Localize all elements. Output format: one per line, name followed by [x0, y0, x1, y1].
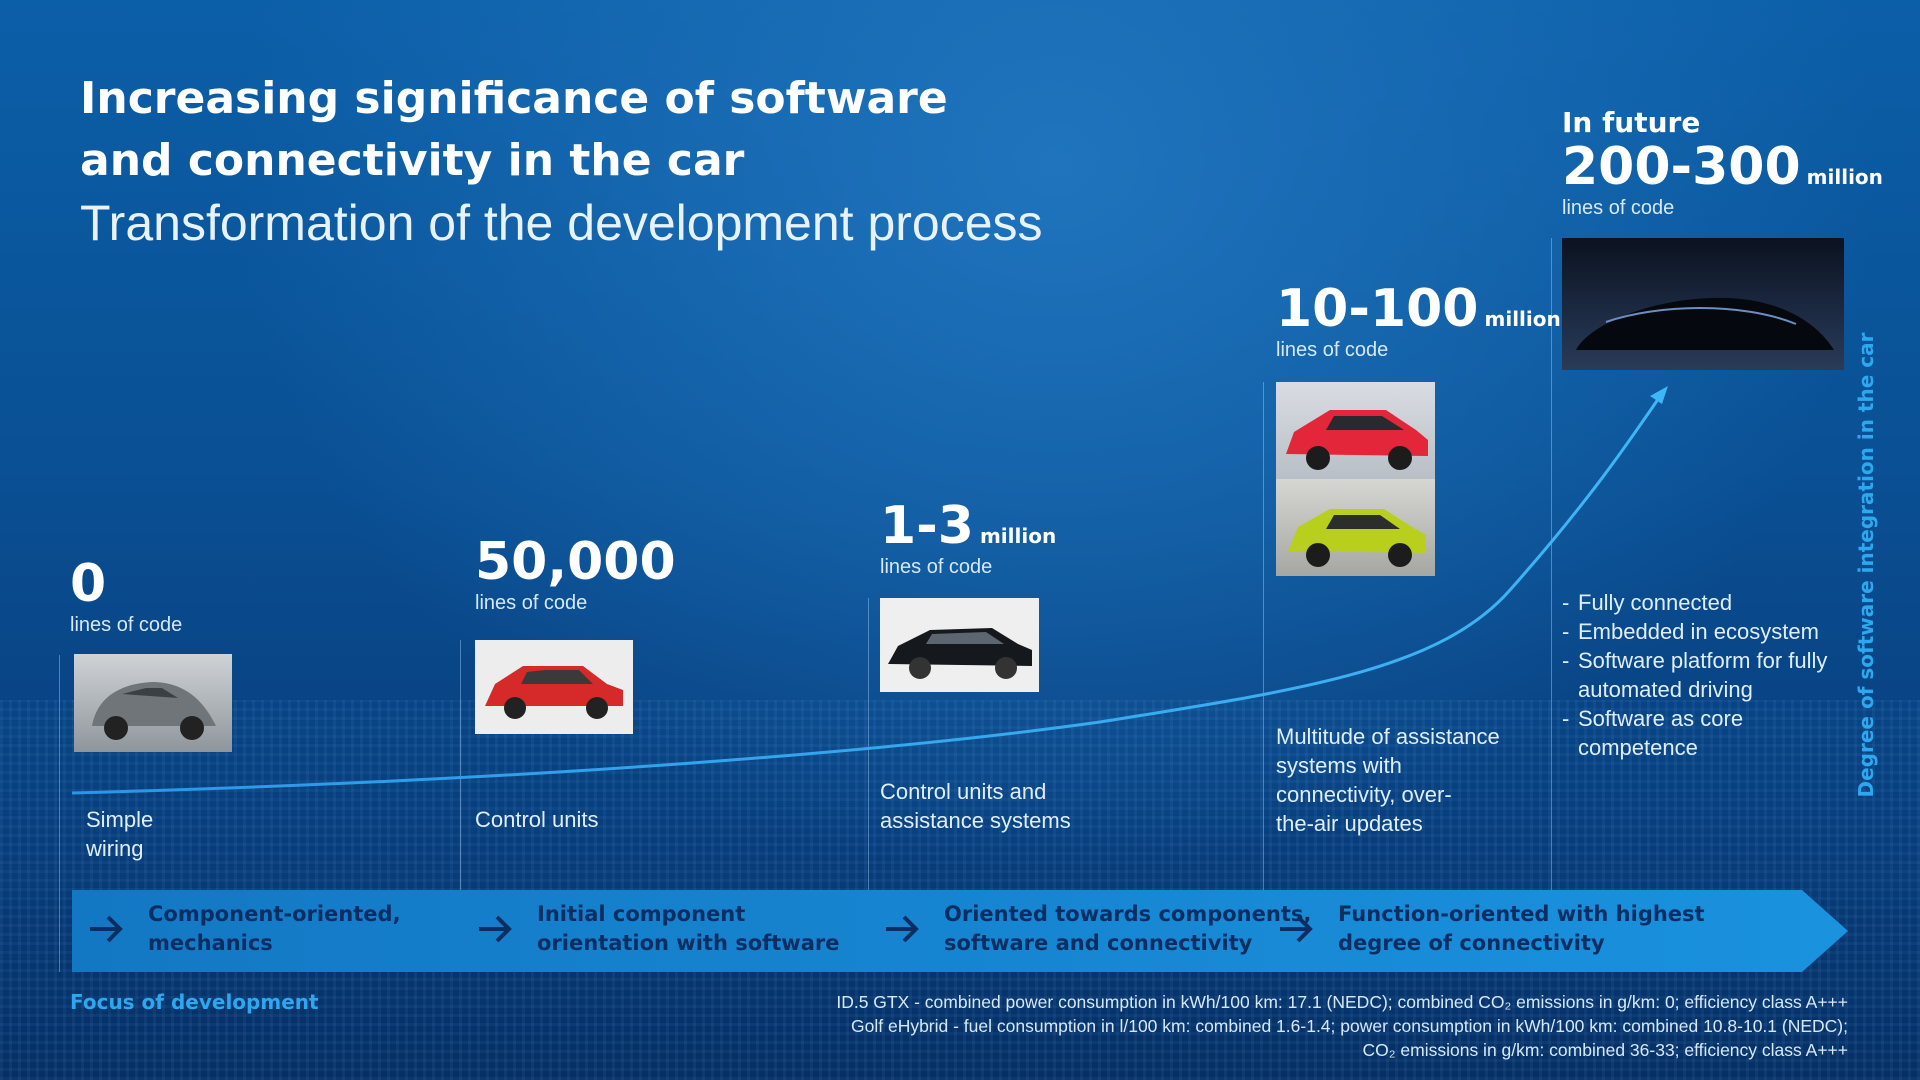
stage-divider — [1551, 238, 1552, 890]
footnote-line: ID.5 GTX - combined power consumption in… — [836, 992, 1848, 1012]
focus-text: Component-oriented, mechanics — [148, 902, 401, 955]
stage-description: Simple wiring — [86, 807, 154, 861]
arrow-right-icon — [479, 915, 512, 943]
stage-unit: million — [979, 524, 1057, 548]
axis-label: Degree of software integration in the ca… — [1854, 332, 1878, 798]
focus-text: Oriented towards components, software an… — [944, 902, 1312, 955]
beetle-car-icon — [92, 682, 216, 740]
footnote-line: CO₂ emissions in g/km: combined 36-33; e… — [1362, 1040, 1848, 1060]
future-car-photo — [1562, 238, 1844, 370]
golf8-car-icon — [1288, 509, 1426, 567]
stage-description: Control units and assistance systems — [880, 779, 1071, 833]
stage-count: 1-3 — [880, 496, 974, 556]
stage-value-1: 50,000 lines of code — [475, 534, 676, 616]
stage-unit: million — [1484, 307, 1561, 331]
focus-item-1: Initial component orientation with softw… — [475, 900, 839, 958]
focus-item-3: Function-oriented with highest degree of… — [1276, 900, 1705, 958]
stage-description: Multitude of assistance systems with con… — [1276, 724, 1500, 836]
car-photo-id5 — [1276, 382, 1435, 479]
bullet-item: Software as core competence — [1562, 704, 1798, 762]
footnotes: ID.5 GTX - combined power consumption in… — [836, 990, 1848, 1062]
curve-arrowhead — [1650, 386, 1668, 404]
stage-unit-label: lines of code — [475, 592, 588, 614]
stage-unit-label: lines of code — [70, 614, 183, 636]
focus-band — [72, 890, 1848, 972]
title-block: Increasing significance of software and … — [80, 68, 1043, 254]
stage-unit-label: lines of code — [1562, 197, 1675, 219]
passat-car-icon — [888, 628, 1032, 679]
bullet-item: Embedded in ecosystem — [1562, 617, 1848, 646]
stage-description: Control units — [475, 807, 599, 832]
stage-prefix: In future — [1562, 106, 1701, 139]
arrow-right-icon — [90, 915, 123, 943]
car-photo-golf1 — [475, 640, 633, 734]
car-photo-passat — [880, 598, 1039, 692]
future-bullet-list: Fully connected Embedded in ecosystem So… — [1562, 588, 1848, 762]
focus-label: Focus of development — [70, 990, 319, 1014]
stage-divider — [1263, 382, 1264, 972]
stage-count: 200-300 — [1562, 137, 1801, 197]
stage-divider — [460, 640, 461, 972]
title-line-1: Increasing significance of software — [80, 73, 948, 124]
focus-text: Initial component orientation with softw… — [537, 902, 840, 955]
future-car-silhouette-icon — [1576, 297, 1834, 350]
subtitle: Transformation of the development proces… — [80, 195, 1043, 251]
stage-value-0: 0 lines of code — [70, 556, 182, 638]
arrow-right-icon — [1280, 915, 1313, 943]
focus-item-0: Component-oriented, mechanics — [86, 900, 401, 958]
id5-car-icon — [1286, 410, 1428, 470]
focus-item-2: Oriented towards components, software an… — [882, 900, 1311, 958]
car-photo-golf8 — [1276, 479, 1435, 576]
stage-unit-label: lines of code — [1276, 339, 1389, 361]
bullet-item: Fully connected — [1562, 588, 1848, 617]
stage-divider — [868, 598, 869, 972]
stage-unit: million — [1806, 165, 1883, 189]
title-line-2: and connectivity in the car — [80, 135, 745, 186]
stage-divider — [59, 655, 60, 972]
footnote-line: Golf eHybrid - fuel consumption in l/100… — [851, 1016, 1848, 1036]
arrow-right-icon — [886, 915, 919, 943]
focus-text: Function-oriented with highest degree of… — [1338, 902, 1705, 955]
curve-line — [71, 391, 1665, 795]
bullet-item: Software platform for fully automated dr… — [1562, 646, 1848, 704]
car-photo-beetle — [74, 654, 232, 752]
stage-count: 0 — [70, 554, 107, 614]
stage-unit-label: lines of code — [880, 556, 993, 578]
stage-count: 50,000 — [475, 532, 676, 592]
golf-car-icon — [485, 666, 623, 719]
stage-count: 10-100 — [1276, 279, 1479, 339]
